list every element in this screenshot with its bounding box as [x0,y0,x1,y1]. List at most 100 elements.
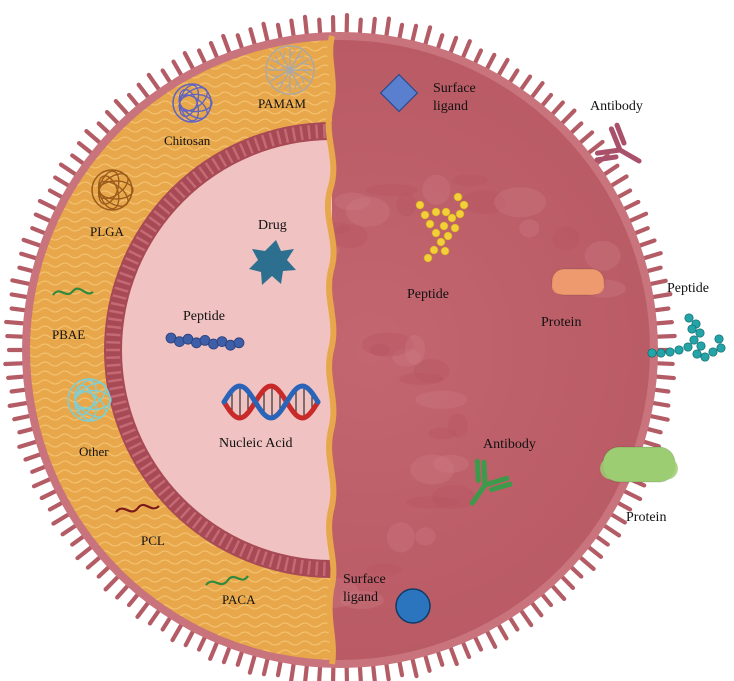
label-peptide-surface: Peptide [407,287,449,302]
label-chitosan: Chitosan [164,133,211,148]
membrane-tick [139,229,153,239]
texture-blob [432,454,469,473]
label-other: Other [79,444,109,459]
texture-blob [415,390,468,409]
membrane-tick [217,532,228,547]
amino-acid-bead [443,231,453,241]
membrane-tick [148,216,162,227]
polymer-layer-half [30,40,332,660]
label-peptide-core: Peptide [183,309,225,324]
membrane-tick [191,516,203,529]
membrane-tick [307,125,312,140]
membrane-tick [179,506,192,519]
label-paca: PACA [222,592,256,607]
membrane-tick [128,249,143,259]
membrane-tick [106,363,121,368]
amino-acid-bead [439,221,449,231]
amino-acid-bead [459,200,469,210]
membrane-tick [231,146,241,161]
membrane-tick [148,473,162,484]
texture-blob [399,372,444,385]
texture-blob [392,348,421,367]
texture-blob [452,174,489,187]
texture-blob [415,527,436,546]
membrane-tick [112,294,127,300]
label-nucleic-acid: Nucleic Acid [219,436,292,451]
membrane-tick [246,546,254,561]
surface-ligand-diamond-icon [379,73,419,113]
amino-acid-bead [453,192,463,202]
membrane-tick [253,548,261,563]
membrane-tick [276,555,282,570]
amino-acid-bead [447,213,457,223]
membrane-tick [231,539,241,554]
membrane-tick [108,317,123,322]
membrane-tick [204,525,215,539]
amino-acid-bead [716,343,726,353]
membrane-tick [131,448,146,458]
amino-acid-bead [440,246,450,256]
amino-acid-bead [647,348,657,358]
membrane-tick [314,124,319,139]
membrane-tick [135,235,150,246]
texture-blob [334,192,371,211]
membrane-tick [109,385,124,391]
label-surface-ligand-top-1: Surface [433,81,476,96]
peptide-branched-icon [415,192,469,263]
membrane-tick [268,553,275,568]
amino-acid-bead [687,324,697,334]
membrane-tick [107,325,122,330]
membrane-tick [163,490,176,503]
membrane-tick [153,479,166,491]
amino-acid-bead [692,349,702,359]
texture-blob [431,485,476,510]
protein-external-icon [600,446,678,483]
amino-acid-bead [455,209,465,219]
inner-core [122,140,332,560]
drug-star-icon [249,240,296,285]
texture-blob [413,359,450,384]
amino-acid-bead [420,210,430,220]
membrane-tick [253,137,261,152]
amino-acid-bead [431,228,441,238]
membrane-tick [114,286,129,293]
membrane-tick [260,134,268,149]
membrane-tick [135,454,150,465]
amino-acid-bead [714,334,724,344]
texture-blob [332,222,351,235]
membrane-tick [217,153,228,168]
membrane-tick [238,143,247,157]
label-drug: Drug [258,218,287,233]
texture-blob [461,190,506,215]
membrane-tick [185,176,197,189]
membrane-tick [268,132,275,147]
label-antibody-surface: Antibody [483,437,536,452]
membrane-tick [291,558,297,573]
amino-acid-bead [415,200,425,210]
texture-blob [410,454,455,485]
membrane-tick [179,181,192,194]
texture-blob [422,174,451,205]
label-protein-external: Protein [626,510,666,525]
texture-blob [428,427,457,440]
chitosan-icon [172,83,213,123]
amino-acid-bead [233,337,245,349]
label-protein-surface: Protein [541,315,581,330]
membrane-tick [260,551,268,566]
membrane-tick [116,278,131,286]
label-pcl: PCL [141,533,165,548]
surface-ligand-circle-icon [395,588,431,624]
membrane-tick [108,378,123,383]
paca-icon [205,575,249,586]
membrane-tick [283,557,290,572]
pcl-icon [115,503,160,513]
membrane-tick [198,166,209,180]
label-pamam: PAMAM [258,96,306,111]
texture-blob [366,563,403,576]
texture-blob [345,196,390,227]
membrane-tick [163,197,176,210]
texture-blob [365,184,418,197]
texture-blob [584,240,621,271]
amino-acid-bead [450,223,460,233]
membrane-tick [307,560,312,575]
